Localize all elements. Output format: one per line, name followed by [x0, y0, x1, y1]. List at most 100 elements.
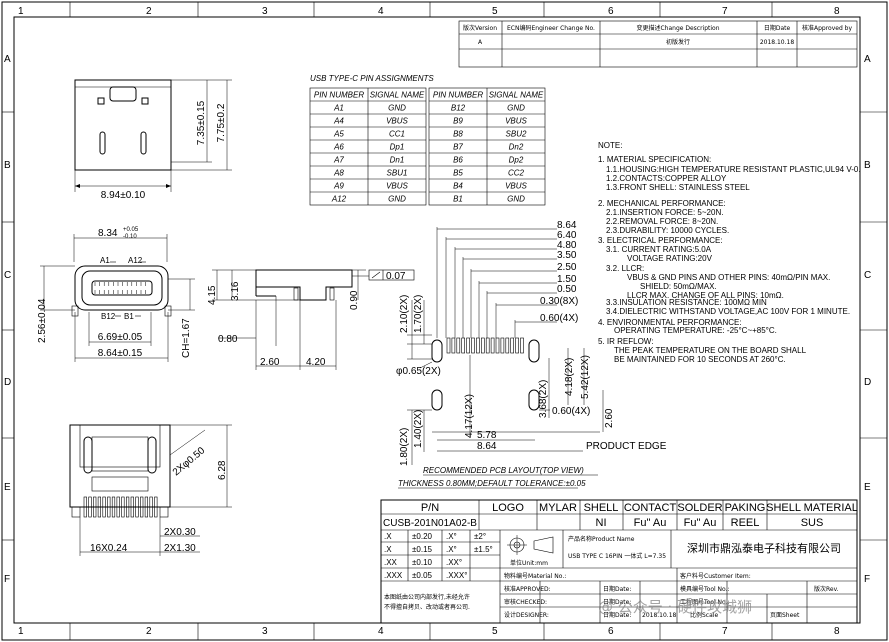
pin-number-A4: A4 — [333, 117, 344, 126]
tb-tolerance-cell: .XXX — [384, 571, 403, 580]
pcb-left-dim-1: 2.10(2X) — [399, 295, 410, 333]
pcb-pad — [510, 337, 515, 354]
zone-col-bottom-5: 5 — [492, 626, 498, 637]
zone-row-left-E: E — [4, 482, 11, 493]
note-line: THE PEAK TEMPERATURE ON THE BOARD SHALL — [614, 346, 807, 355]
top-view-body — [74, 79, 172, 171]
zone-row-right-E: E — [864, 482, 871, 493]
front-view-tol-minus: -0.10 — [123, 234, 137, 240]
tb-value: NI — [596, 517, 607, 529]
rev-desc: 初版发行 — [666, 38, 690, 46]
tb-pn: CUSB-201N01A02-B — [383, 518, 477, 529]
zone-col-bottom-1: 1 — [18, 626, 24, 637]
pin-number-A1: A1 — [333, 104, 344, 113]
signal-name-A9: VBUS — [386, 182, 408, 191]
zone-col-bottom-6: 6 — [608, 626, 614, 637]
pin-header: PIN NUMBER — [433, 91, 483, 100]
pin-number-B5: B5 — [453, 169, 463, 178]
zone-col-top-2: 2 — [146, 6, 152, 17]
pin-number-A12: A12 — [331, 195, 347, 204]
rev-header-ecn: ECN编码Engineer Change No. — [507, 24, 595, 32]
tb-header: CONTACT — [624, 502, 677, 514]
note-line: 3.1. CURRENT RATING:5.0A — [606, 245, 712, 254]
notes-title: NOTE: — [598, 141, 622, 150]
tb-tolerance-cell: ±2° — [474, 532, 486, 541]
pcb-pad — [495, 337, 500, 354]
pcb-pad — [466, 337, 470, 354]
pin-number-B12: B12 — [451, 104, 466, 113]
tb-disclaimer-1: 本图纸由公司内部发行,未经允许 — [384, 593, 470, 601]
pcb-pad — [471, 337, 475, 354]
zone-col-top-8: 8 — [834, 6, 840, 17]
tb-pn-label: P/N — [421, 502, 439, 514]
tb-tolerance-cell: .X — [384, 532, 392, 541]
note-line: 3.2. LLCR: — [606, 264, 644, 273]
flatness-frame — [368, 269, 415, 281]
side-view-body — [255, 269, 353, 301]
rev-header-version: 版次Version — [463, 24, 497, 32]
note-line: 5. IR REFLOW: — [598, 337, 653, 346]
signal-name-B9: VBUS — [505, 117, 527, 126]
note-line: 3.3.INSULATION RESISTANCE: 100MΩ MIN — [606, 298, 767, 307]
pcb-mid-dim-3: 4.18(2X) — [564, 358, 575, 396]
tb-value: REEL — [731, 517, 760, 529]
pin-table-title: USB TYPE-C PIN ASSIGNMENTS — [310, 74, 434, 83]
note-line: 2.3.DURABILITY: 10000 CYCLES. — [606, 226, 729, 235]
tb-tolerances: .X±0.20.X°±2°.X±0.15.X°±1.5°.XX±0.10.XX°… — [384, 532, 493, 580]
note-line: 3.4.DIELECTRIC WITHSTAND VOLTAGE,AC 100V… — [606, 307, 850, 316]
front-view: 8.34 +0.05 -0.10 A1 A12 B12 B1 6.69±0.05… — [37, 227, 195, 362]
pcb-caption-1: RECOMMENDED PCB LAYOUT(TOP VIEW) — [423, 466, 584, 475]
rev-date: 2018.10.18 — [760, 39, 795, 46]
pin-number-B6: B6 — [453, 156, 463, 165]
rev-header-approved: 核准Approved by — [802, 24, 852, 32]
watermark: @ 公众号 · 硬件攻城狮 — [598, 598, 752, 616]
front-view-pins — [94, 282, 146, 294]
zone-row-left-C: C — [4, 270, 11, 281]
pcb-top-dim: 0.30(8X) — [540, 296, 578, 307]
pcb-slot-right-top — [528, 339, 540, 363]
pin-number-A6: A6 — [333, 143, 344, 152]
tb-date-value: 2018.10.18 — [642, 612, 677, 619]
front-view-ch: CH=1.67 — [181, 318, 192, 358]
pcb-pad — [520, 337, 524, 354]
pcb-pads — [446, 337, 524, 354]
pcb-mid-dim-2: 3.68(2X) — [538, 380, 549, 418]
note-line: 2.2.REMOVAL FORCE: 8~20N. — [606, 217, 718, 226]
pcb-top-dim: 0.60(4X) — [540, 313, 578, 324]
front-view-body-width: 8.64±0.15 — [98, 348, 143, 359]
note-line: 2.1.INSERTION FORCE: 5~20N. — [606, 208, 723, 217]
signal-name-A4: VBUS — [386, 117, 408, 126]
pcb-pad — [461, 337, 466, 354]
revision-table: 版次Version ECN编码Engineer Change No. 变更描述C… — [458, 20, 858, 68]
pcb-lower-dim-1: 0.60(4X) — [552, 406, 590, 417]
tb-mold: 模具编号Tool No.: — [680, 585, 730, 593]
pcb-pad — [476, 337, 480, 354]
zone-row-right-B: B — [864, 160, 871, 171]
front-view-tol-plus: +0.05 — [123, 227, 139, 233]
pin-header: PIN NUMBER — [314, 91, 364, 100]
tb-date-1: 日期Date: — [603, 585, 631, 593]
pin-number-B4: B4 — [453, 182, 463, 191]
rev-header-desc: 变更描述Change Description — [636, 24, 719, 32]
pcb-product-edge: PRODUCT EDGE — [586, 441, 667, 452]
bottom-view: 2Xφ0.50 6.28 2X0.30 16X0.24 2X1.30 — [69, 424, 232, 556]
pcb-slot-left-top — [431, 339, 443, 363]
front-view-tongue — [91, 280, 153, 296]
pcb-lower-dim-2: 2.60 — [604, 408, 615, 428]
signal-name-B12: GND — [507, 104, 525, 113]
zone-row-right-F: F — [864, 574, 870, 585]
signal-name-B1: GND — [507, 195, 525, 204]
note-line: BE MAINTAINED FOR 10 SECONDS AT 260°C. — [614, 355, 786, 364]
pcb-slot-left-bottom — [431, 389, 443, 411]
signal-name-A1: GND — [388, 104, 406, 113]
pcb-top-dim: 6.40 — [557, 230, 577, 241]
pcb-pad — [480, 337, 485, 354]
top-view-width: 8.94±0.10 — [101, 190, 146, 201]
pcb-pad — [515, 337, 519, 354]
pcb-layout: 8.646.404.803.502.501.500.500.30(8X)0.60… — [396, 220, 667, 489]
pcb-pad — [490, 337, 495, 354]
pcb-slot-diameter: φ0.65(2X) — [396, 366, 441, 377]
tb-approved: 核准APPROVED: — [504, 585, 551, 593]
